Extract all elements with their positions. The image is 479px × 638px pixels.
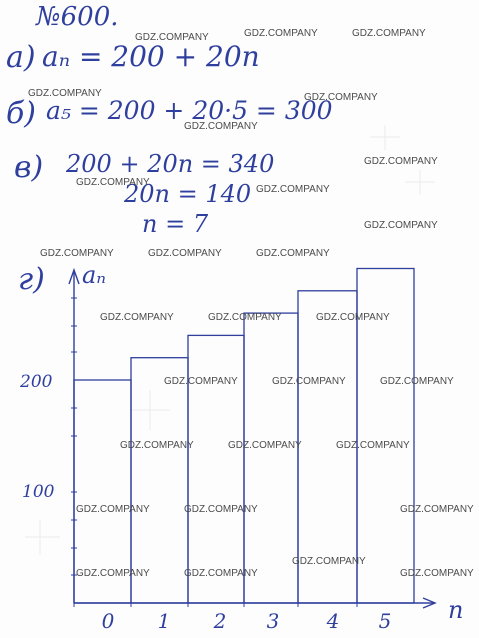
watermark: GDZ.COMPANY	[336, 440, 410, 451]
watermark: GDZ.COMPANY	[164, 376, 238, 387]
problem-number: №600.	[36, 2, 119, 32]
x-tick-label: 3	[267, 609, 280, 633]
part-a-formula: aₙ = 200 + 20n	[42, 40, 260, 73]
watermark: GDZ.COMPANY	[120, 440, 194, 451]
watermark: GDZ.COMPANY	[244, 28, 318, 39]
bar	[130, 357, 189, 604]
watermark: GDZ.COMPANY	[380, 376, 454, 387]
watermark: GDZ.COMPANY	[100, 312, 174, 323]
watermark: GDZ.COMPANY	[256, 248, 330, 259]
watermark: GDZ.COMPANY	[292, 556, 366, 567]
watermark: GDZ.COMPANY	[256, 184, 330, 195]
watermark: GDZ.COMPANY	[148, 248, 222, 259]
part-a-label: а)	[6, 40, 36, 75]
watermark: GDZ.COMPANY	[316, 312, 390, 323]
part-v-equation-1: 200 + 20n = 340	[66, 150, 275, 178]
watermark: GDZ.COMPANY	[135, 32, 209, 43]
watermark: GDZ.COMPANY	[364, 220, 438, 231]
y-tick-label: 100	[22, 482, 55, 502]
watermark: GDZ.COMPANY	[272, 376, 346, 387]
watermark: GDZ.COMPANY	[400, 568, 474, 579]
bar	[356, 267, 415, 604]
part-v-equation-2: 20n = 140	[124, 180, 252, 208]
part-b-formula: a₅ = 200 + 20·5 = 300	[46, 96, 333, 125]
watermark: GDZ.COMPANY	[76, 568, 150, 579]
x-tick-label: 1	[158, 609, 171, 633]
x-tick-label: 5	[379, 609, 392, 633]
watermark: GDZ.COMPANY	[184, 504, 258, 515]
watermark: GDZ.COMPANY	[228, 440, 302, 451]
watermark: GDZ.COMPANY	[364, 156, 438, 167]
x-tick-label: 4	[326, 609, 340, 633]
y-tick-label: 200	[19, 372, 53, 392]
watermark: GDZ.COMPANY	[304, 92, 378, 103]
x-tick-label: 0	[102, 609, 115, 633]
bar	[243, 312, 299, 604]
watermark: GDZ.COMPANY	[40, 248, 114, 259]
y-axis-label: aₙ	[82, 261, 106, 289]
part-v-equation-3: n = 7	[142, 210, 209, 238]
part-v-label: в)	[14, 150, 44, 185]
watermark: GDZ.COMPANY	[184, 568, 258, 579]
x-axis-arrow	[422, 597, 437, 609]
watermark: GDZ.COMPANY	[76, 177, 150, 188]
watermark: GDZ.COMPANY	[352, 28, 426, 39]
x-axis-label: n	[448, 596, 463, 624]
part-g-label: г)	[18, 262, 45, 297]
y-axis-arrow	[68, 267, 80, 285]
x-tick-label: 2	[213, 609, 227, 633]
watermark: GDZ.COMPANY	[28, 88, 102, 99]
watermark: GDZ.COMPANY	[184, 121, 258, 132]
watermark: GDZ.COMPANY	[400, 504, 474, 515]
watermark: GDZ.COMPANY	[76, 504, 150, 515]
part-b-label: б)	[6, 96, 37, 131]
watermark: GDZ.COMPANY	[208, 312, 282, 323]
